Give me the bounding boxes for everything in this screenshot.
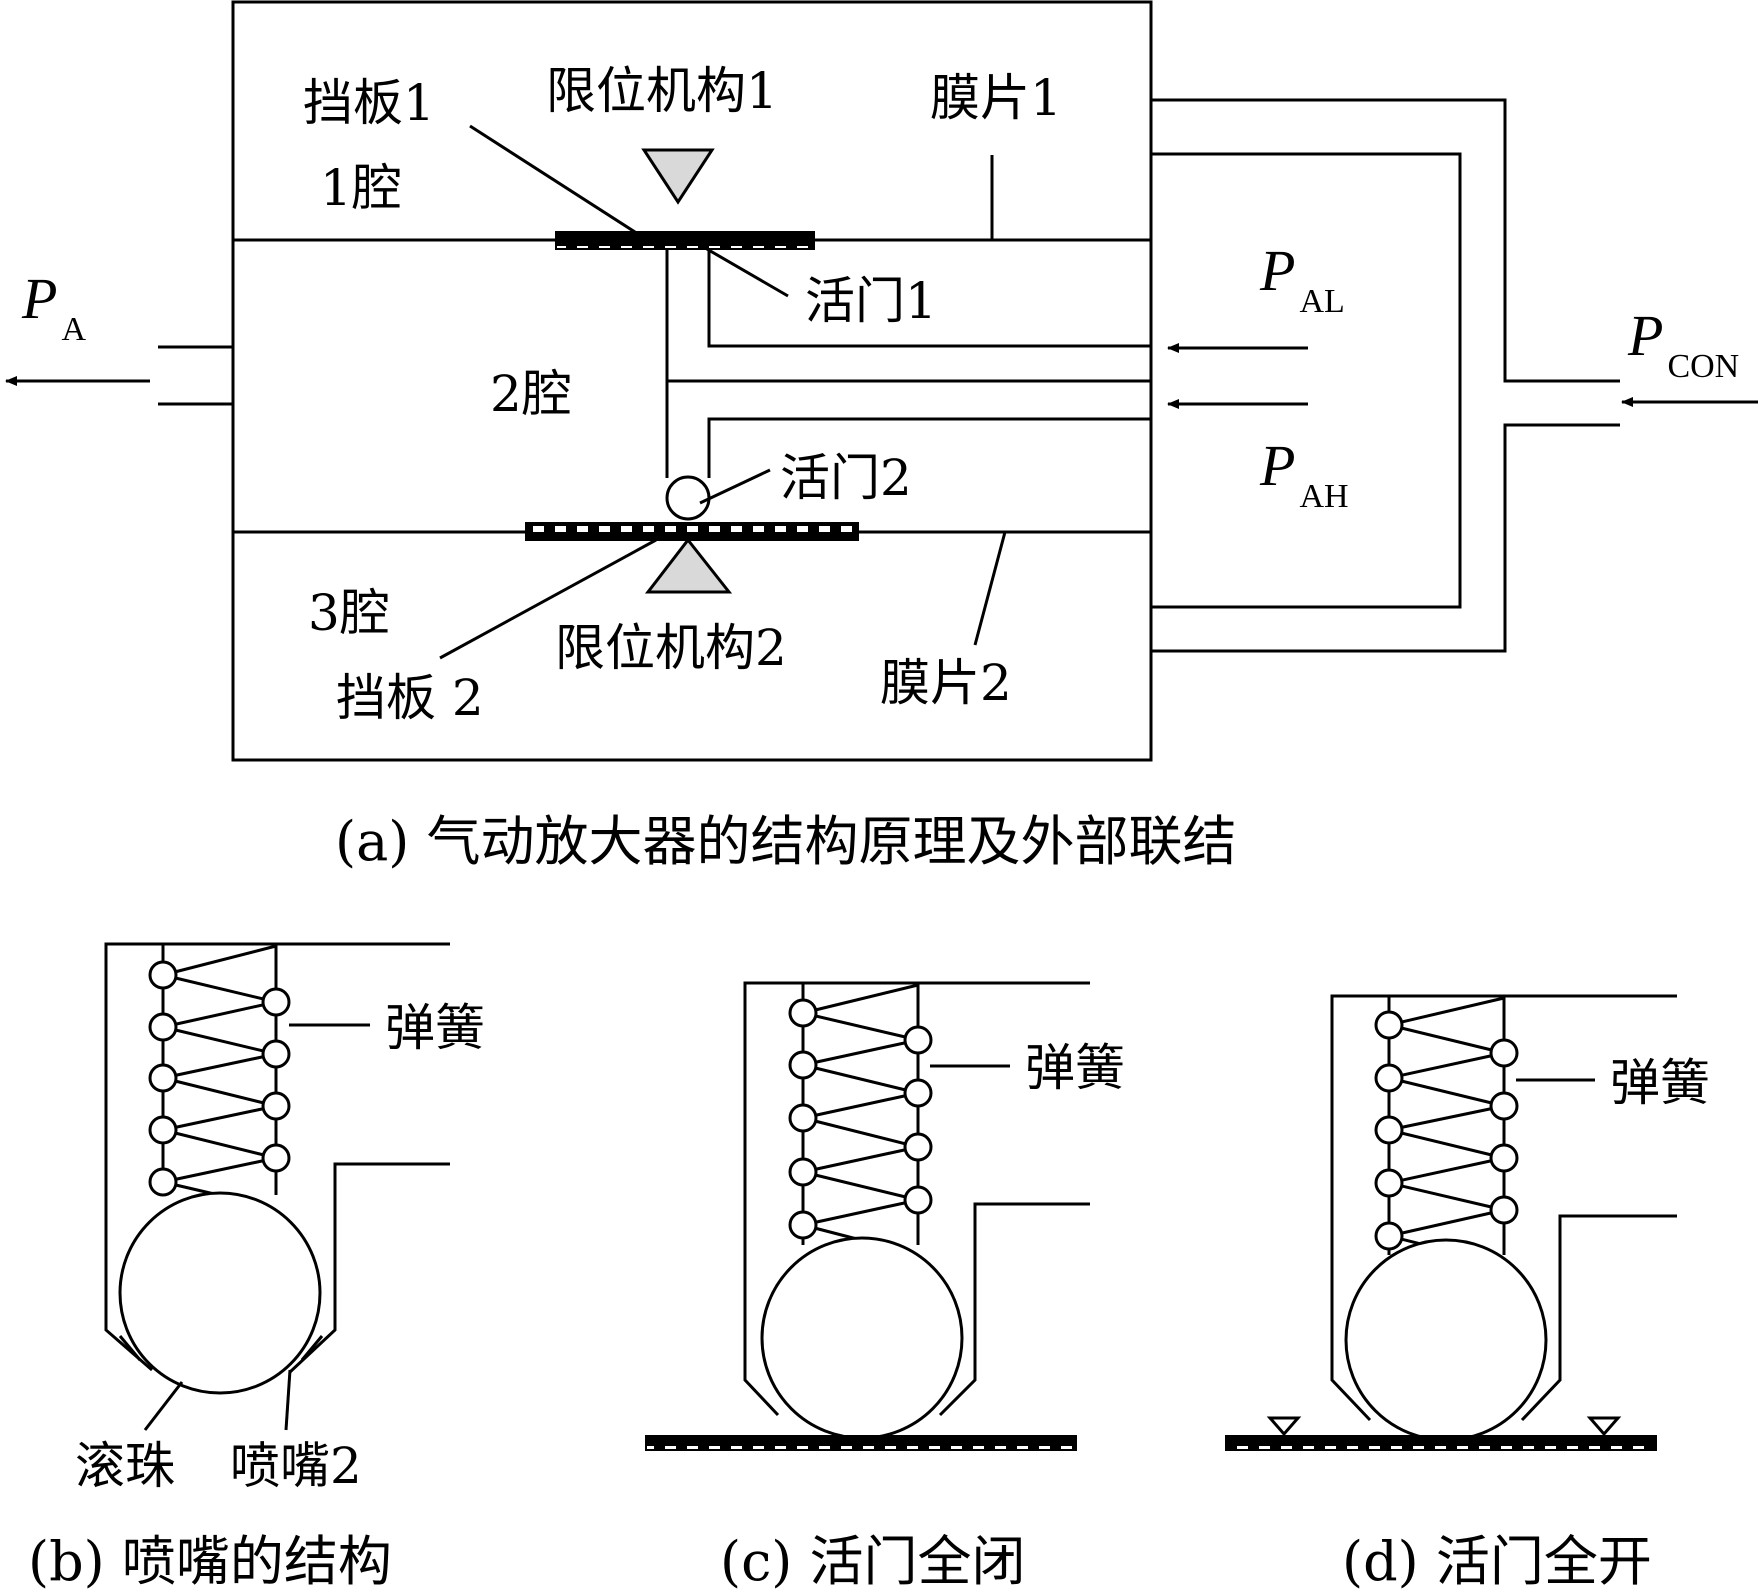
caption-b: (b) 喷嘴的结构	[28, 1530, 392, 1593]
nozzle-housing-right-c	[938, 1202, 1090, 1417]
baffle-d	[1225, 1435, 1657, 1451]
baffle-c	[645, 1435, 1077, 1451]
leader-valve-2	[699, 468, 771, 505]
label-baffle-1: 挡板1	[303, 74, 435, 132]
leader-ball	[143, 1381, 184, 1431]
nozzle-lip-left	[118, 1335, 142, 1361]
feedback-pipe-lower	[1151, 423, 1620, 653]
label-diaphragm-1: 膜片1	[930, 69, 1062, 127]
feedback-pipe-inner	[1151, 152, 1462, 609]
leader-valve-1	[699, 243, 789, 298]
label-spring-c: 弹簧	[1025, 1039, 1125, 1097]
label-valve-1: 活门1	[805, 272, 937, 330]
channel-al	[707, 249, 1151, 348]
rolling-ball-d	[1344, 1238, 1548, 1442]
label-ball: 滚珠	[75, 1437, 175, 1495]
channel-ah	[707, 417, 1151, 478]
limiter-2-triangle	[644, 537, 733, 594]
limiter-triangle-right-d	[1586, 1416, 1622, 1437]
baffle-2	[525, 522, 859, 541]
figure-d: 弹簧 (d) 活门全开	[1225, 994, 1710, 1593]
label-limiter-1: 限位机构1	[546, 62, 778, 120]
spring-d	[1374, 996, 1519, 1257]
nozzle-lip-right	[300, 1335, 324, 1361]
label-diaphragm-2: 膜片2	[880, 654, 1012, 712]
label-spring-b: 弹簧	[385, 999, 485, 1057]
spring-b	[148, 944, 291, 1202]
label-chamber-1: 1腔	[320, 159, 402, 217]
label-valve-2: 活门2	[780, 449, 912, 507]
leader-baffle-1	[469, 124, 639, 236]
label-nozzle-2: 喷嘴2	[230, 1437, 362, 1495]
label-spring-d: 弹簧	[1610, 1054, 1710, 1112]
rolling-ball-c	[760, 1236, 964, 1440]
limiter-1-triangle	[641, 148, 715, 205]
nozzle-housing-left	[104, 942, 450, 1372]
nozzle-housing-right	[288, 1162, 450, 1374]
label-baffle-2: 挡板 2	[336, 669, 484, 727]
label-chamber-3: 3腔	[308, 584, 390, 642]
caption-a: (a) 气动放大器的结构原理及外部联结	[335, 810, 1237, 873]
caption-d: (d) 活门全开	[1342, 1530, 1652, 1593]
nozzle-housing-right-d	[1520, 1214, 1677, 1422]
valve-2-ball	[665, 475, 711, 521]
figure-a: 挡板1 限位机构1 膜片1 1腔 活门1 2腔 活门2 3腔 限位机构2 膜片2…	[5, 0, 1758, 873]
leader-baffle-2	[439, 538, 657, 660]
caption-c: (c) 活门全闭	[720, 1530, 1026, 1593]
leader-nozzle	[284, 1369, 292, 1431]
spring-c	[788, 983, 933, 1247]
limiter-triangle-left-d	[1266, 1416, 1302, 1437]
rolling-ball-b	[118, 1191, 322, 1395]
label-limiter-2: 限位机构2	[555, 619, 787, 677]
figure-c: 弹簧 (c) 活门全闭	[645, 981, 1125, 1593]
baffle-1	[555, 231, 815, 250]
figure-b: 弹簧 滚珠 喷嘴2 (b) 喷嘴的结构	[28, 942, 485, 1593]
feedback-pipe-outer	[1151, 98, 1620, 383]
leader-diaphragm-2	[973, 531, 1007, 646]
label-chamber-2: 2腔	[490, 365, 572, 423]
